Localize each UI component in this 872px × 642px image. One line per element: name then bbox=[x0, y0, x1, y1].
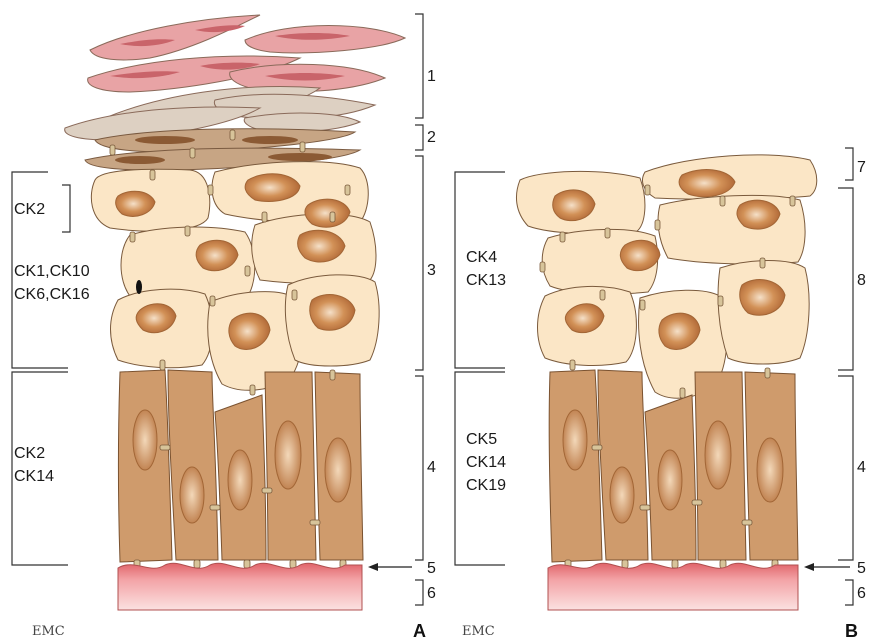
bracket-a-4 bbox=[415, 376, 423, 560]
panel-letter-b: B bbox=[845, 621, 858, 641]
keratin-label-a-ck1-ck10: CK1,CK10 bbox=[14, 263, 90, 280]
layer-number-a-4: 4 bbox=[427, 459, 436, 476]
layer-number-b-5: 5 bbox=[857, 560, 866, 577]
dark-desmosome-a bbox=[136, 280, 142, 294]
layer-number-a-6: 6 bbox=[427, 585, 436, 602]
layer-number-a-2: 2 bbox=[427, 129, 436, 146]
keratin-label-b-ck4: CK4 bbox=[466, 249, 497, 266]
emc-logo-a: EMC bbox=[32, 624, 65, 639]
bracket-b-8 bbox=[838, 188, 853, 370]
layer-number-a-5: 5 bbox=[427, 560, 436, 577]
bracket-b-7 bbox=[845, 148, 853, 180]
bracket-a-2 bbox=[415, 125, 423, 150]
layer-number-a-3: 3 bbox=[427, 262, 436, 279]
keratin-label-b-ck14: CK14 bbox=[466, 454, 506, 471]
arrowhead-a-5 bbox=[368, 563, 378, 571]
keratin-label-a-ck6-ck16: CK6,CK16 bbox=[14, 286, 90, 303]
left-bracket-a-ck2 bbox=[62, 185, 70, 232]
basement-membrane-b bbox=[548, 563, 798, 610]
basement-membrane-a bbox=[118, 563, 362, 610]
basal-cells-a bbox=[119, 370, 364, 562]
suprabasal-cells-b bbox=[516, 155, 816, 398]
spinous-cells-a bbox=[91, 162, 379, 391]
panel-letter-a: A bbox=[413, 621, 426, 641]
bracket-b-4 bbox=[838, 376, 853, 560]
layer-number-b-6: 6 bbox=[857, 585, 866, 602]
bracket-a-6 bbox=[415, 580, 423, 605]
cornified-layer-a bbox=[65, 15, 405, 140]
layer-number-b-4: 4 bbox=[857, 459, 866, 476]
keratin-label-a-basal-ck2: CK2 bbox=[14, 445, 45, 462]
panel-a: 1 2 3 4 5 6 CK2 CK1,CK10 CK6,CK16 CK2 CK… bbox=[12, 14, 436, 641]
emc-logo-b: EMC bbox=[462, 624, 495, 639]
keratin-label-a-ck2: CK2 bbox=[14, 201, 45, 218]
layer-number-a-1: 1 bbox=[427, 68, 436, 85]
bracket-a-1 bbox=[415, 14, 423, 118]
keratin-label-b-ck13: CK13 bbox=[466, 272, 506, 289]
keratin-label-b-ck19: CK19 bbox=[466, 477, 506, 494]
arrowhead-b-5 bbox=[804, 563, 814, 571]
panel-b: 7 8 4 5 6 CK4 CK13 CK5 CK14 CK19 EMC B bbox=[455, 148, 866, 641]
basal-cells-b bbox=[549, 370, 798, 562]
keratin-label-b-ck5: CK5 bbox=[466, 431, 497, 448]
layer-number-b-8: 8 bbox=[857, 272, 866, 289]
bracket-b-6 bbox=[845, 580, 853, 605]
bracket-a-3 bbox=[415, 156, 423, 370]
keratin-label-a-basal-ck14: CK14 bbox=[14, 468, 54, 485]
left-bracket-b-suprabasal bbox=[455, 172, 505, 368]
layer-number-b-7: 7 bbox=[857, 159, 866, 176]
